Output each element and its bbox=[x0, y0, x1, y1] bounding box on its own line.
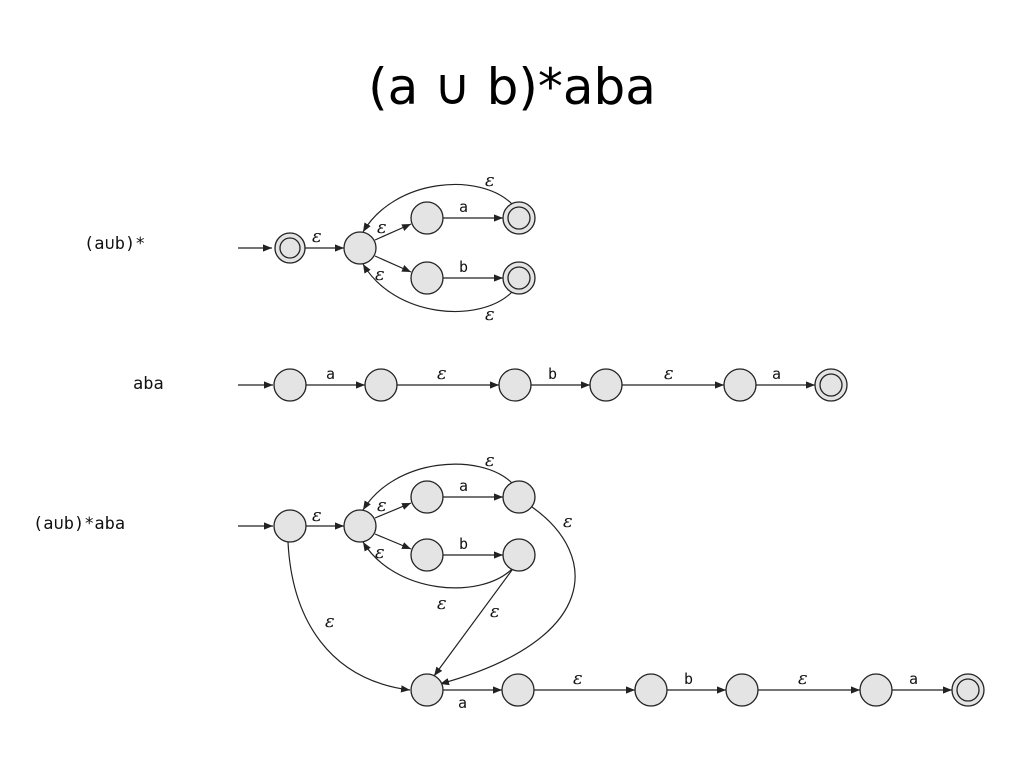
edge-label-epsilon: ε bbox=[377, 495, 387, 516]
edge-label-epsilon: ε bbox=[375, 264, 385, 285]
edge-label-epsilon: ε bbox=[664, 363, 674, 384]
state-a-in bbox=[410, 201, 444, 235]
row-label-union-star-aba: (a∪b)*aba bbox=[33, 514, 125, 534]
accept-ring bbox=[279, 237, 301, 259]
accept-ring bbox=[507, 266, 531, 290]
edge-epsilon-loop-bottom bbox=[362, 541, 513, 589]
state bbox=[410, 673, 444, 707]
edge-label-a: a bbox=[459, 198, 468, 216]
edge-label-b: b bbox=[459, 535, 468, 553]
edge-epsilon bbox=[374, 533, 412, 550]
row-label-aba: aba bbox=[133, 374, 164, 394]
edge-label-b: b bbox=[684, 670, 693, 688]
edge-label-a: a bbox=[772, 365, 781, 383]
state-a-out bbox=[502, 480, 536, 514]
edge-label-epsilon: ε bbox=[375, 542, 385, 563]
edge-label-b: b bbox=[548, 365, 557, 383]
edge-epsilon-loop-bottom bbox=[362, 263, 513, 313]
state-hub bbox=[343, 509, 377, 543]
edge-label-epsilon: ε bbox=[485, 170, 495, 191]
edge-label-a: a bbox=[458, 694, 467, 712]
state bbox=[273, 368, 307, 402]
state-b-in bbox=[410, 538, 444, 572]
edge-label-epsilon: ε bbox=[312, 226, 322, 247]
edge-epsilon bbox=[374, 502, 412, 519]
edge-label-epsilon: ε bbox=[312, 505, 322, 526]
state bbox=[501, 673, 535, 707]
state-start bbox=[273, 509, 307, 543]
edge-label-epsilon: ε bbox=[798, 668, 808, 689]
accept-ring bbox=[956, 678, 980, 702]
state bbox=[589, 368, 623, 402]
edge-label-epsilon: ε bbox=[490, 601, 500, 622]
edge-epsilon-skip bbox=[287, 541, 411, 693]
nfa-union-star: (a∪b)* ε ε ε a b ε ε bbox=[84, 170, 536, 325]
state-a-in bbox=[410, 480, 444, 514]
slide-title: (a ∪ b)*aba bbox=[368, 58, 656, 116]
edge-label-epsilon: ε bbox=[485, 450, 495, 471]
state bbox=[723, 368, 757, 402]
edge-epsilon-loop-top bbox=[362, 183, 513, 233]
nfa-aba: aba a ε b ε a bbox=[133, 363, 848, 402]
edge-label-b: b bbox=[459, 258, 468, 276]
accept-ring bbox=[507, 206, 531, 230]
state-hub bbox=[343, 231, 377, 265]
state-b-in bbox=[410, 261, 444, 295]
state bbox=[498, 368, 532, 402]
edge-label-epsilon: ε bbox=[377, 217, 387, 238]
edge-label-epsilon: ε bbox=[573, 668, 583, 689]
edge-label-epsilon: ε bbox=[325, 611, 335, 632]
edge-label-epsilon: ε bbox=[563, 511, 573, 532]
nfa-union-star-aba: (a∪b)*aba ε ε ε a b ε ε ε ε ε bbox=[33, 450, 985, 712]
edge-label-a: a bbox=[459, 477, 468, 495]
state-b-out bbox=[502, 538, 536, 572]
state bbox=[859, 673, 893, 707]
edge-epsilon-from-b bbox=[433, 569, 513, 677]
state bbox=[725, 673, 759, 707]
edge-epsilon bbox=[374, 255, 412, 273]
state bbox=[364, 368, 398, 402]
edge-epsilon-from-a bbox=[439, 506, 576, 686]
accept-ring bbox=[819, 373, 843, 397]
edge-label-epsilon: ε bbox=[437, 593, 447, 614]
edge-epsilon-loop-top bbox=[362, 463, 513, 511]
state bbox=[634, 673, 668, 707]
row-label-union-star: (a∪b)* bbox=[84, 234, 145, 254]
edge-label-epsilon: ε bbox=[485, 304, 495, 325]
edge-epsilon bbox=[374, 223, 412, 241]
edge-label-a: a bbox=[909, 670, 918, 688]
edge-label-epsilon: ε bbox=[437, 363, 447, 384]
edge-label-a: a bbox=[326, 365, 335, 383]
